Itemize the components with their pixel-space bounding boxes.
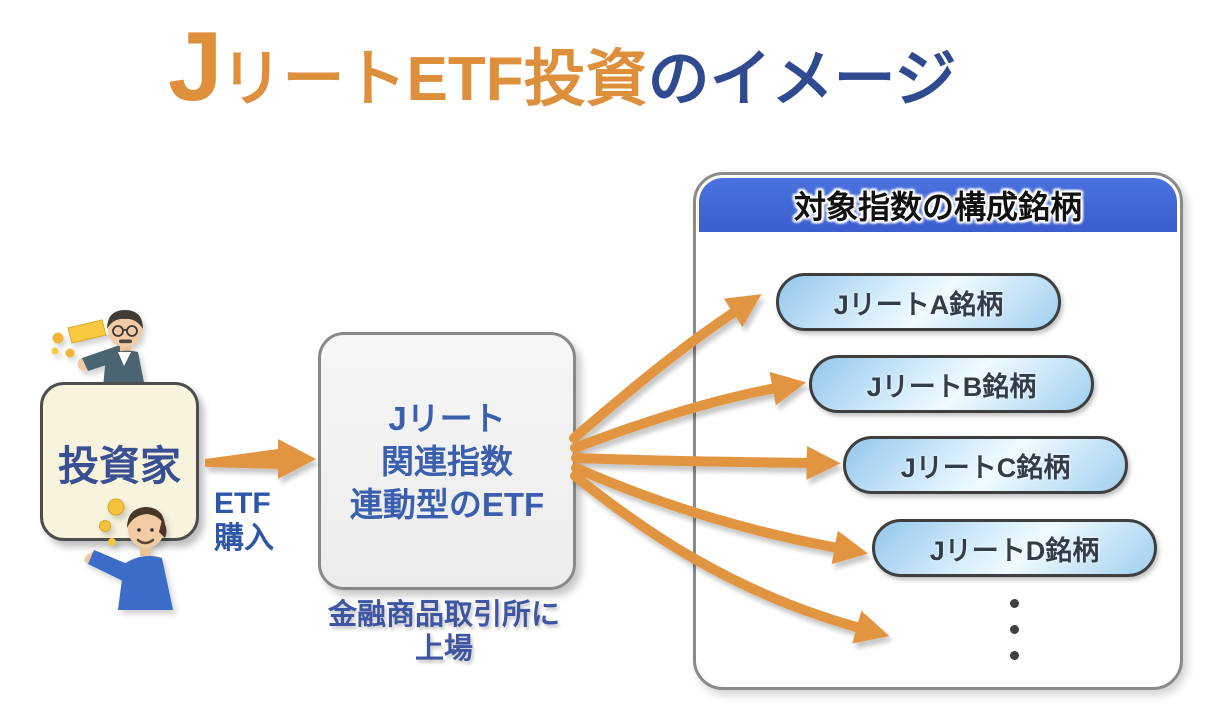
investor-label: 投資家	[58, 442, 181, 489]
etf-purchase-line1: ETF	[214, 487, 271, 520]
etf-box-caption: 金融商品取引所に 上場	[308, 598, 580, 666]
title-initial-letter: J	[168, 11, 222, 121]
index-constituents-panel: 対象指数の構成銘柄 JリートA銘柄 JリートB銘柄 JリートC銘柄 JリートD銘…	[693, 172, 1183, 690]
etf-box-line2: 関連指数	[381, 442, 513, 480]
ellipsis-dot	[1010, 599, 1019, 608]
etf-box-line3: 連動型のETF	[349, 485, 545, 523]
stock-pill-b: JリートB銘柄	[809, 355, 1094, 413]
etf-box-line1: Jリート	[388, 399, 506, 437]
stock-pill-c: JリートC銘柄	[843, 436, 1128, 494]
stock-pill-a: JリートA銘柄	[776, 273, 1061, 331]
stock-pill-a-label: JリートA銘柄	[833, 289, 1004, 320]
index-panel-header: 対象指数の構成銘柄	[699, 178, 1177, 232]
stock-pill-b-label: JリートB銘柄	[866, 371, 1037, 402]
etf-box: Jリート 関連指数 連動型のETF	[318, 332, 576, 590]
ellipsis-dot	[1010, 625, 1019, 634]
title-orange-text: リートETF投資	[220, 45, 648, 114]
etf-caption-line1: 金融商品取引所に	[327, 599, 560, 631]
stock-pill-c-label: JリートC銘柄	[900, 452, 1071, 483]
vertical-ellipsis-icon	[1010, 599, 1019, 660]
etf-caption-line2: 上場	[414, 633, 473, 665]
title-navy-text: のイメージ	[647, 45, 957, 114]
purchase-arrow	[205, 439, 316, 479]
index-panel-header-label: 対象指数の構成銘柄	[793, 189, 1082, 225]
stock-pill-d-label: JリートD銘柄	[929, 535, 1100, 566]
etf-purchase-label: ETF 購入	[214, 486, 274, 556]
etf-purchase-line2: 購入	[214, 522, 274, 555]
stock-pill-d: JリートD銘柄	[872, 519, 1157, 577]
ellipsis-dot	[1010, 651, 1019, 660]
young-man-with-coins-icon	[84, 498, 173, 610]
